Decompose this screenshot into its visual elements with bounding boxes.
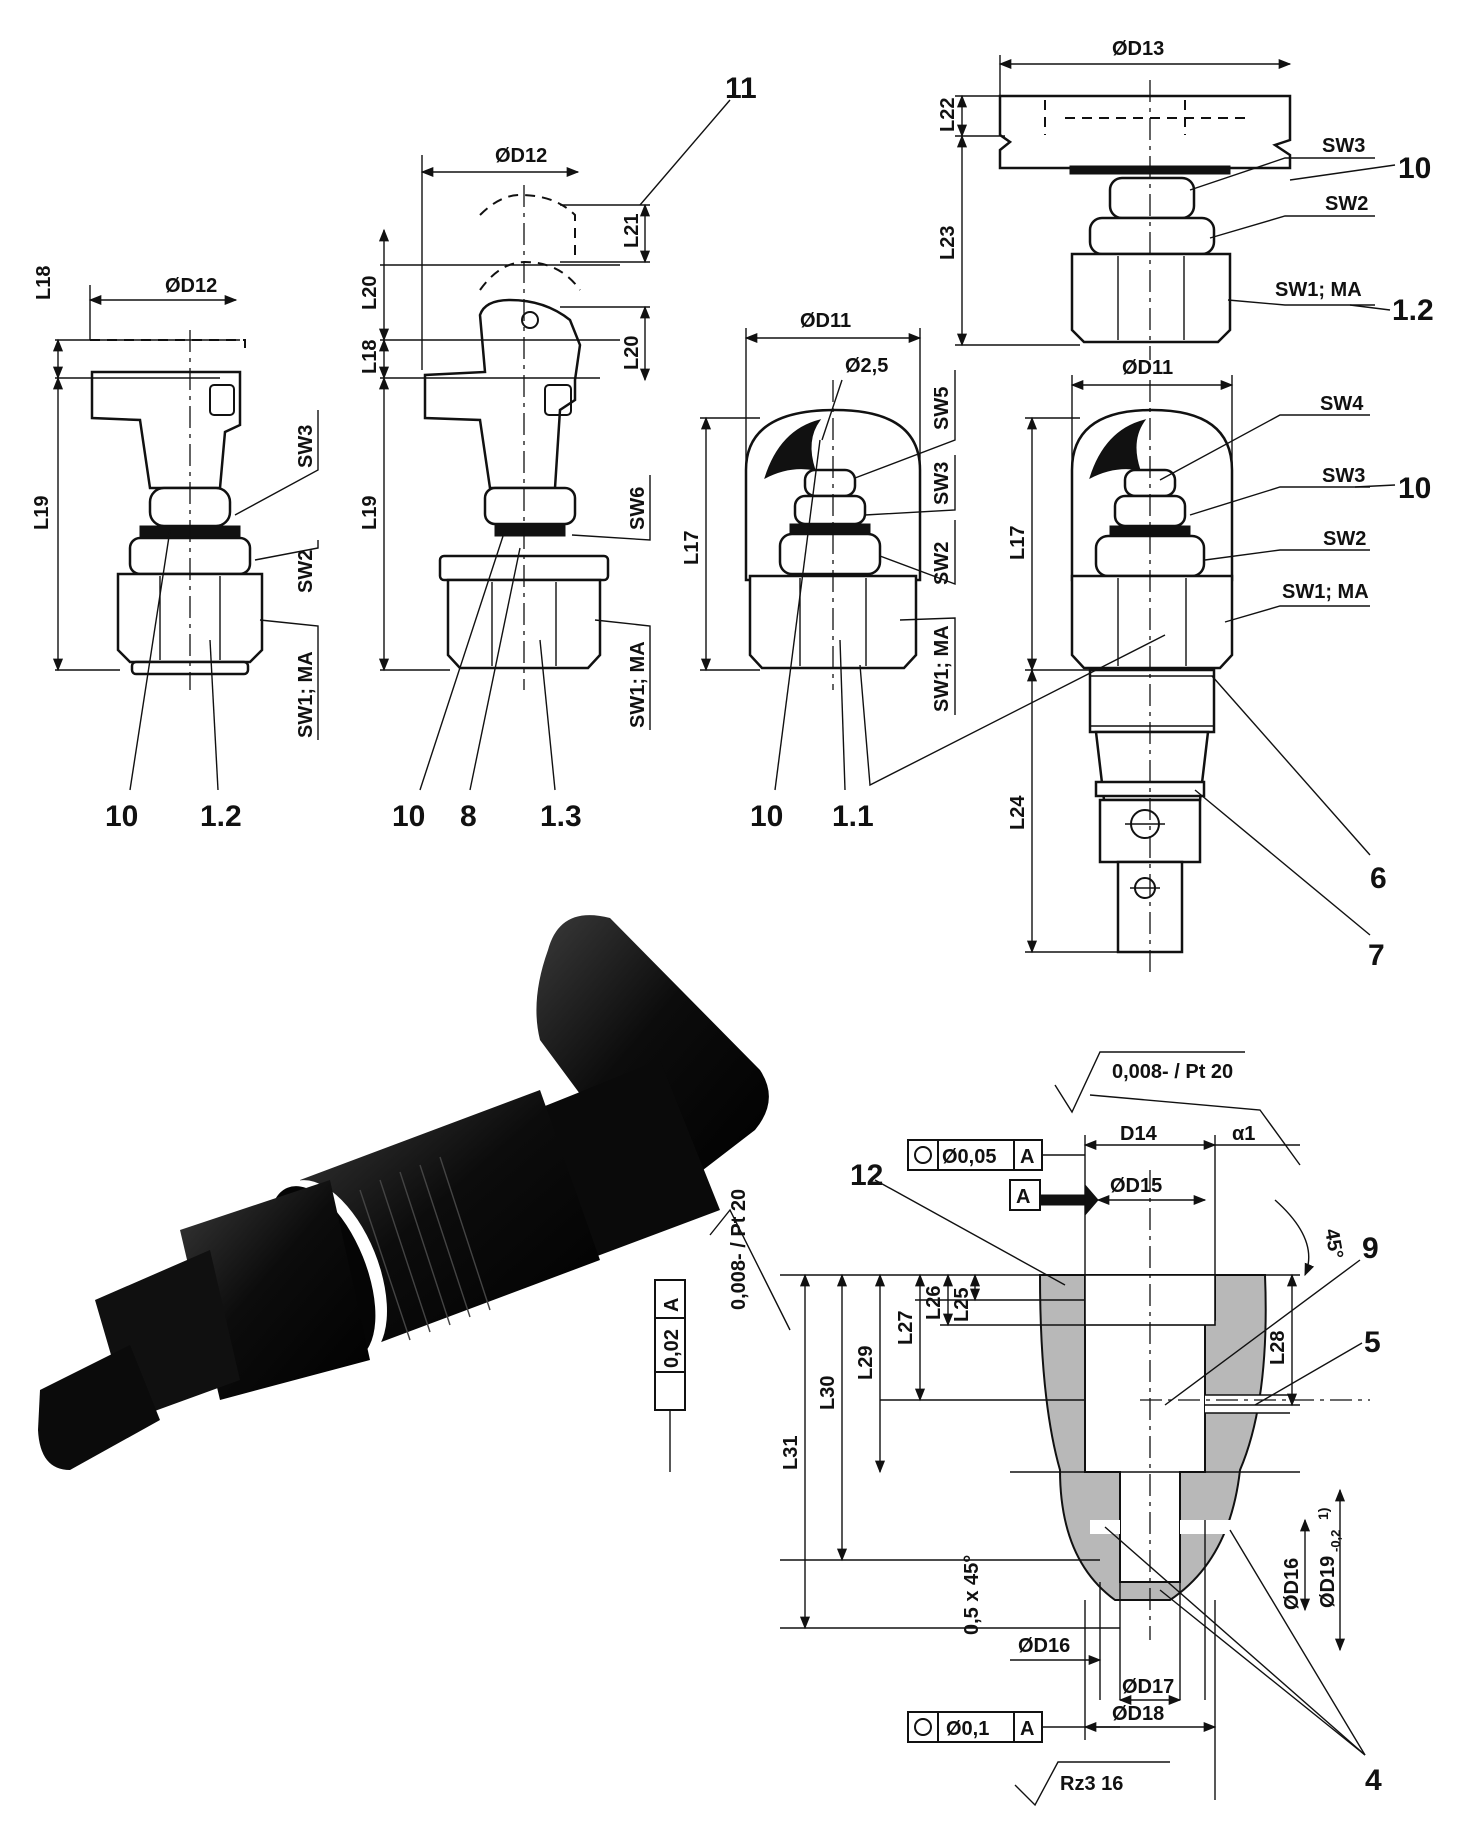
label-sw2: SW2 (1325, 193, 1368, 215)
dim-d16-bottom: ØD16 (1018, 1635, 1070, 1657)
tolerance-flatness: 0,02 (661, 1329, 683, 1368)
callout-10: 10 (1398, 472, 1431, 505)
surface-finish-bottom: Rz3 16 (1060, 1773, 1123, 1795)
dim-l29: L29 (855, 1346, 877, 1380)
label-sw1: SW1; MA (627, 641, 649, 728)
dim-d17: ØD17 (1122, 1676, 1174, 1698)
view-3-mushroom-knob-plunger: ØD11 Ø2,5 L17 SW5 SW3 SW2 SW1; MA 10 1.1 (681, 310, 956, 833)
product-photo-indexing-plunger (38, 915, 769, 1470)
datum-a-ref-2: A (1020, 1718, 1034, 1740)
label-sw2: SW2 (1323, 528, 1366, 550)
dim-d12: ØD12 (495, 145, 547, 167)
callout-1-3: 1.3 (540, 800, 582, 833)
dim-d14: D14 (1120, 1123, 1158, 1145)
label-sw1: SW1; MA (1275, 279, 1362, 301)
dim-l18: L18 (359, 340, 381, 374)
dim-l21: L21 (621, 214, 643, 248)
callout-1-2: 1.2 (1392, 294, 1434, 327)
label-sw1: SW1; MA (295, 651, 317, 738)
dim-d16-side: ØD16 (1281, 1558, 1303, 1610)
callout-5: 5 (1364, 1326, 1381, 1359)
dim-l18: L18 (33, 266, 55, 300)
dim-l22: L22 (937, 98, 959, 132)
dim-l28: L28 (1267, 1331, 1289, 1365)
tolerance-concentricity-2: Ø0,1 (946, 1718, 989, 1740)
dim-l20-lift: L20 (621, 336, 643, 370)
label-sw1: SW1; MA (1282, 581, 1369, 603)
datum-a-box: A (1016, 1186, 1030, 1208)
dim-l24: L24 (1007, 795, 1029, 830)
section-view-mounting-bore: 0,008- / Pt 20 0,008- / Pt 20 Rz3 16 Ø0,… (654, 1051, 1382, 1807)
label-sw3: SW3 (1322, 465, 1365, 487)
dim-l17: L17 (1007, 526, 1029, 560)
dim-l17: L17 (681, 531, 703, 565)
dim-l23: L23 (937, 226, 959, 260)
datum-a-flatness: A (661, 1298, 683, 1312)
label-sw4: SW4 (1320, 393, 1364, 415)
dim-d12: ØD12 (165, 275, 217, 297)
view-4-star-knob-plunger: ØD13 L22 L23 SW3 10 SW2 SW1; MA 1.2 (937, 38, 1434, 360)
dim-l26: L26 (923, 1286, 945, 1320)
dim-l19: L19 (31, 496, 53, 530)
callout-10: 10 (105, 800, 138, 833)
dim-alpha1: α1 (1232, 1123, 1255, 1145)
callout-1-1: 1.1 (832, 800, 874, 833)
callout-11: 11 (725, 72, 757, 105)
label-sw3: SW3 (295, 425, 317, 468)
dim-d19: ØD19 (1317, 1556, 1339, 1608)
dim-l27: L27 (895, 1311, 917, 1345)
dim-chamfer: 0,5 x 45° (961, 1555, 983, 1635)
dim-d13: ØD13 (1112, 38, 1164, 60)
view-5-threaded-plunger-assembly: ØD11 L17 L24 SW4 SW3 10 SW2 SW1; MA 6 7 (859, 357, 1431, 975)
callout-10: 10 (392, 800, 425, 833)
view-2-rest-position-plunger: ØD12 L20 L18 L19 L21 L20 11 SW6 SW1; MA … (359, 72, 757, 833)
surface-finish-top: 0,008- / Pt 20 (1112, 1061, 1233, 1083)
label-sw2: SW2 (931, 542, 953, 585)
dim-d2-5: Ø2,5 (845, 355, 888, 377)
dim-angle-45: 45° (1320, 1227, 1347, 1261)
datum-a-ref-1: A (1020, 1146, 1034, 1168)
callout-10: 10 (1398, 152, 1431, 185)
callout-10: 10 (750, 800, 783, 833)
tolerance-concentricity-1: Ø0,05 (942, 1146, 996, 1168)
label-sw1: SW1; MA (931, 625, 953, 712)
callout-1-2: 1.2 (200, 800, 242, 833)
callout-7: 7 (1368, 939, 1385, 972)
dim-d15: ØD15 (1110, 1175, 1162, 1197)
callout-4: 4 (1365, 1764, 1382, 1797)
dim-l20: L20 (359, 276, 381, 310)
callout-8: 8 (460, 800, 477, 833)
dim-d11: ØD11 (800, 310, 851, 332)
label-sw3: SW3 (931, 462, 953, 505)
dim-d11: ØD11 (1122, 357, 1173, 379)
dim-d18: ØD18 (1112, 1703, 1164, 1725)
label-sw2: SW2 (295, 550, 317, 593)
callout-12: 12 (850, 1159, 883, 1192)
dim-l25: L25 (951, 1288, 973, 1322)
surface-finish-left: 0,008- / Pt 20 (728, 1189, 750, 1310)
dim-l19: L19 (359, 496, 381, 530)
dim-d19-footnote: 1) (1315, 1508, 1331, 1520)
view-1-t-handle-plunger: ØD12 L18 L19 SW3 SW2 SW1; MA 10 1.2 (31, 266, 319, 833)
dim-l30: L30 (817, 1376, 839, 1410)
dim-d19-tolerance: -0,2 (1328, 1530, 1343, 1552)
label-sw5: SW5 (931, 387, 953, 430)
dim-l31: L31 (780, 1436, 802, 1470)
label-sw6: SW6 (627, 487, 649, 530)
callout-9: 9 (1362, 1232, 1379, 1265)
callout-6: 6 (1370, 862, 1387, 895)
label-sw3: SW3 (1322, 135, 1365, 157)
